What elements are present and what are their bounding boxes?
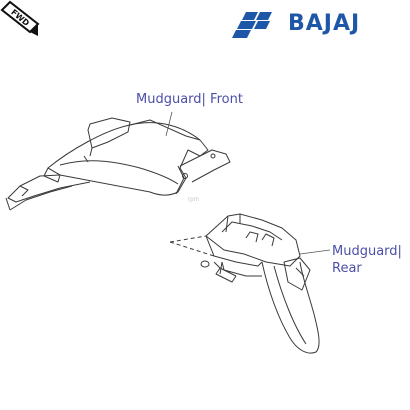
- rear-mudguard-label-line2: Rear: [332, 261, 362, 276]
- brand-name: BAJAJ: [288, 11, 361, 36]
- forward-arrow-icon: [0, 0, 40, 36]
- watermark: rpm: [188, 197, 200, 203]
- front-mudguard-label: Mudguard| Front: [136, 92, 243, 107]
- bajaj-hexagon-logo-icon: [232, 12, 272, 38]
- rear-mudguard-label-line1: Mudguard|: [332, 244, 402, 259]
